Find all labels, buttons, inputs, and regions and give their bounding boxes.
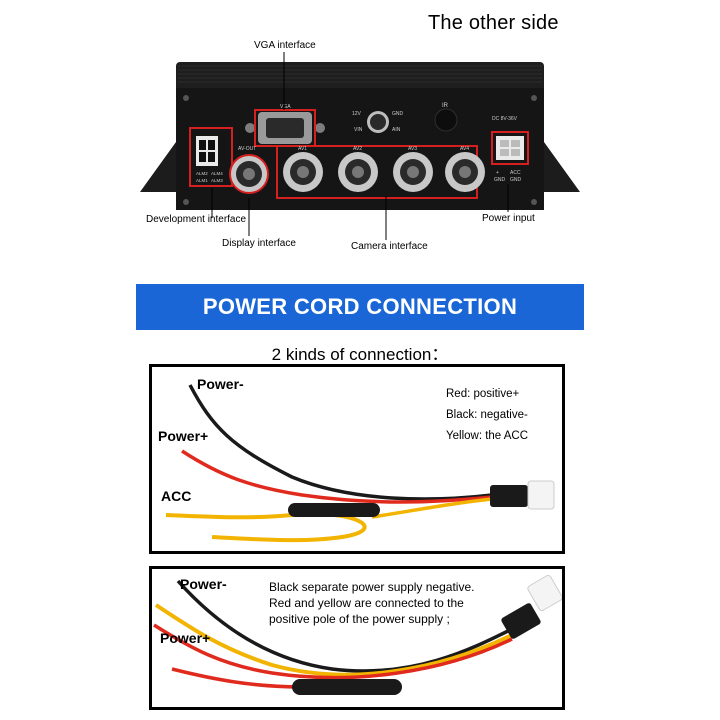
power-input-label: Power input (482, 213, 535, 224)
svg-text:ALM2: ALM2 (196, 171, 208, 176)
legend-black: Black: negative- (446, 409, 528, 421)
ir-sensor (434, 108, 458, 132)
black-wire (176, 579, 513, 673)
svg-text:GND: GND (392, 111, 404, 117)
svg-text:GND: GND (510, 177, 522, 183)
svg-text:ALM1: ALM1 (196, 178, 208, 183)
svg-text:ALM4: ALM4 (211, 171, 223, 176)
left-mount-flange (140, 142, 176, 192)
legend-yellow: Yellow: the ACC (446, 430, 529, 442)
svg-text:AV1: AV1 (298, 146, 307, 152)
acc-label: ACC (161, 488, 192, 504)
annotation-leaders (211, 52, 509, 240)
fuse-holder (292, 679, 402, 695)
vga-panel-label: VGA (280, 104, 291, 110)
connection-notes: Black separate power supply negative. Re… (269, 579, 474, 627)
svg-text:12V: 12V (352, 111, 362, 117)
legend-red: Red: positive+ (446, 388, 520, 400)
svg-text:DC 8V-36V: DC 8V-36V (492, 116, 518, 122)
red-wire (181, 449, 493, 504)
power-minus-label: Power- (180, 576, 227, 592)
svg-text:AIN: AIN (392, 127, 401, 133)
svg-text:AV2: AV2 (353, 146, 362, 152)
connection-2-wires (153, 574, 562, 695)
connection-2-panel: Power- Power+ Black separate power suppl… (149, 566, 565, 710)
vga-interface-label: VGA interface (254, 40, 316, 51)
yellow-wire (154, 603, 513, 677)
svg-text:IR: IR (442, 103, 449, 109)
right-mount-flange (544, 142, 580, 192)
svg-text:VIN: VIN (354, 127, 363, 133)
development-highlight (189, 127, 233, 187)
svg-text:+: + (496, 170, 499, 176)
section-banner: POWER CORD CONNECTION (136, 284, 584, 330)
svg-text:ALM3: ALM3 (211, 178, 223, 183)
plug-housing (527, 480, 555, 510)
note-line-2: Red and yellow are connected to the (269, 596, 464, 610)
display-port (229, 154, 269, 194)
svg-text:AV4: AV4 (460, 146, 469, 152)
connection-1-wires (165, 384, 555, 543)
wire-color-legend: Red: positive+ Black: negative- Yellow: … (446, 384, 528, 447)
svg-text:ACC: ACC (510, 170, 521, 176)
display-interface-label: Display interface (222, 238, 296, 249)
yellow-wire (165, 511, 367, 543)
power-plus-label: Power+ (158, 428, 209, 444)
power-plug (501, 603, 541, 639)
section-subheading: 2 kinds of connection： (271, 345, 449, 364)
fuse-holder (288, 503, 380, 517)
connection-1-panel: Power- Power+ ACC Red: positive+ Black: … (149, 364, 565, 554)
note-line-3: positive pole of the power supply ; (269, 612, 450, 626)
power-plus-label: Power+ (160, 630, 211, 646)
svg-text:AV3: AV3 (408, 146, 417, 152)
dvr-device-illustration: VGA 12V GND VIN AIN IR DC 8V-36V + ACC G… (140, 62, 580, 210)
page-title: The other side (428, 12, 559, 34)
svg-text:GND: GND (494, 177, 506, 183)
note-line-1: Black separate power supply negative. (269, 580, 475, 594)
development-interface-label: Development interface (146, 214, 247, 225)
power-minus-label: Power- (197, 376, 244, 392)
red-wire (153, 623, 513, 680)
camera-ports (283, 152, 485, 192)
plug-housing (527, 574, 562, 612)
camera-interface-label: Camera interface (351, 241, 428, 252)
black-wire (188, 384, 493, 501)
power-plug (490, 485, 528, 507)
power-highlight (491, 131, 529, 165)
svg-text:AV-OUT: AV-OUT (238, 146, 256, 152)
